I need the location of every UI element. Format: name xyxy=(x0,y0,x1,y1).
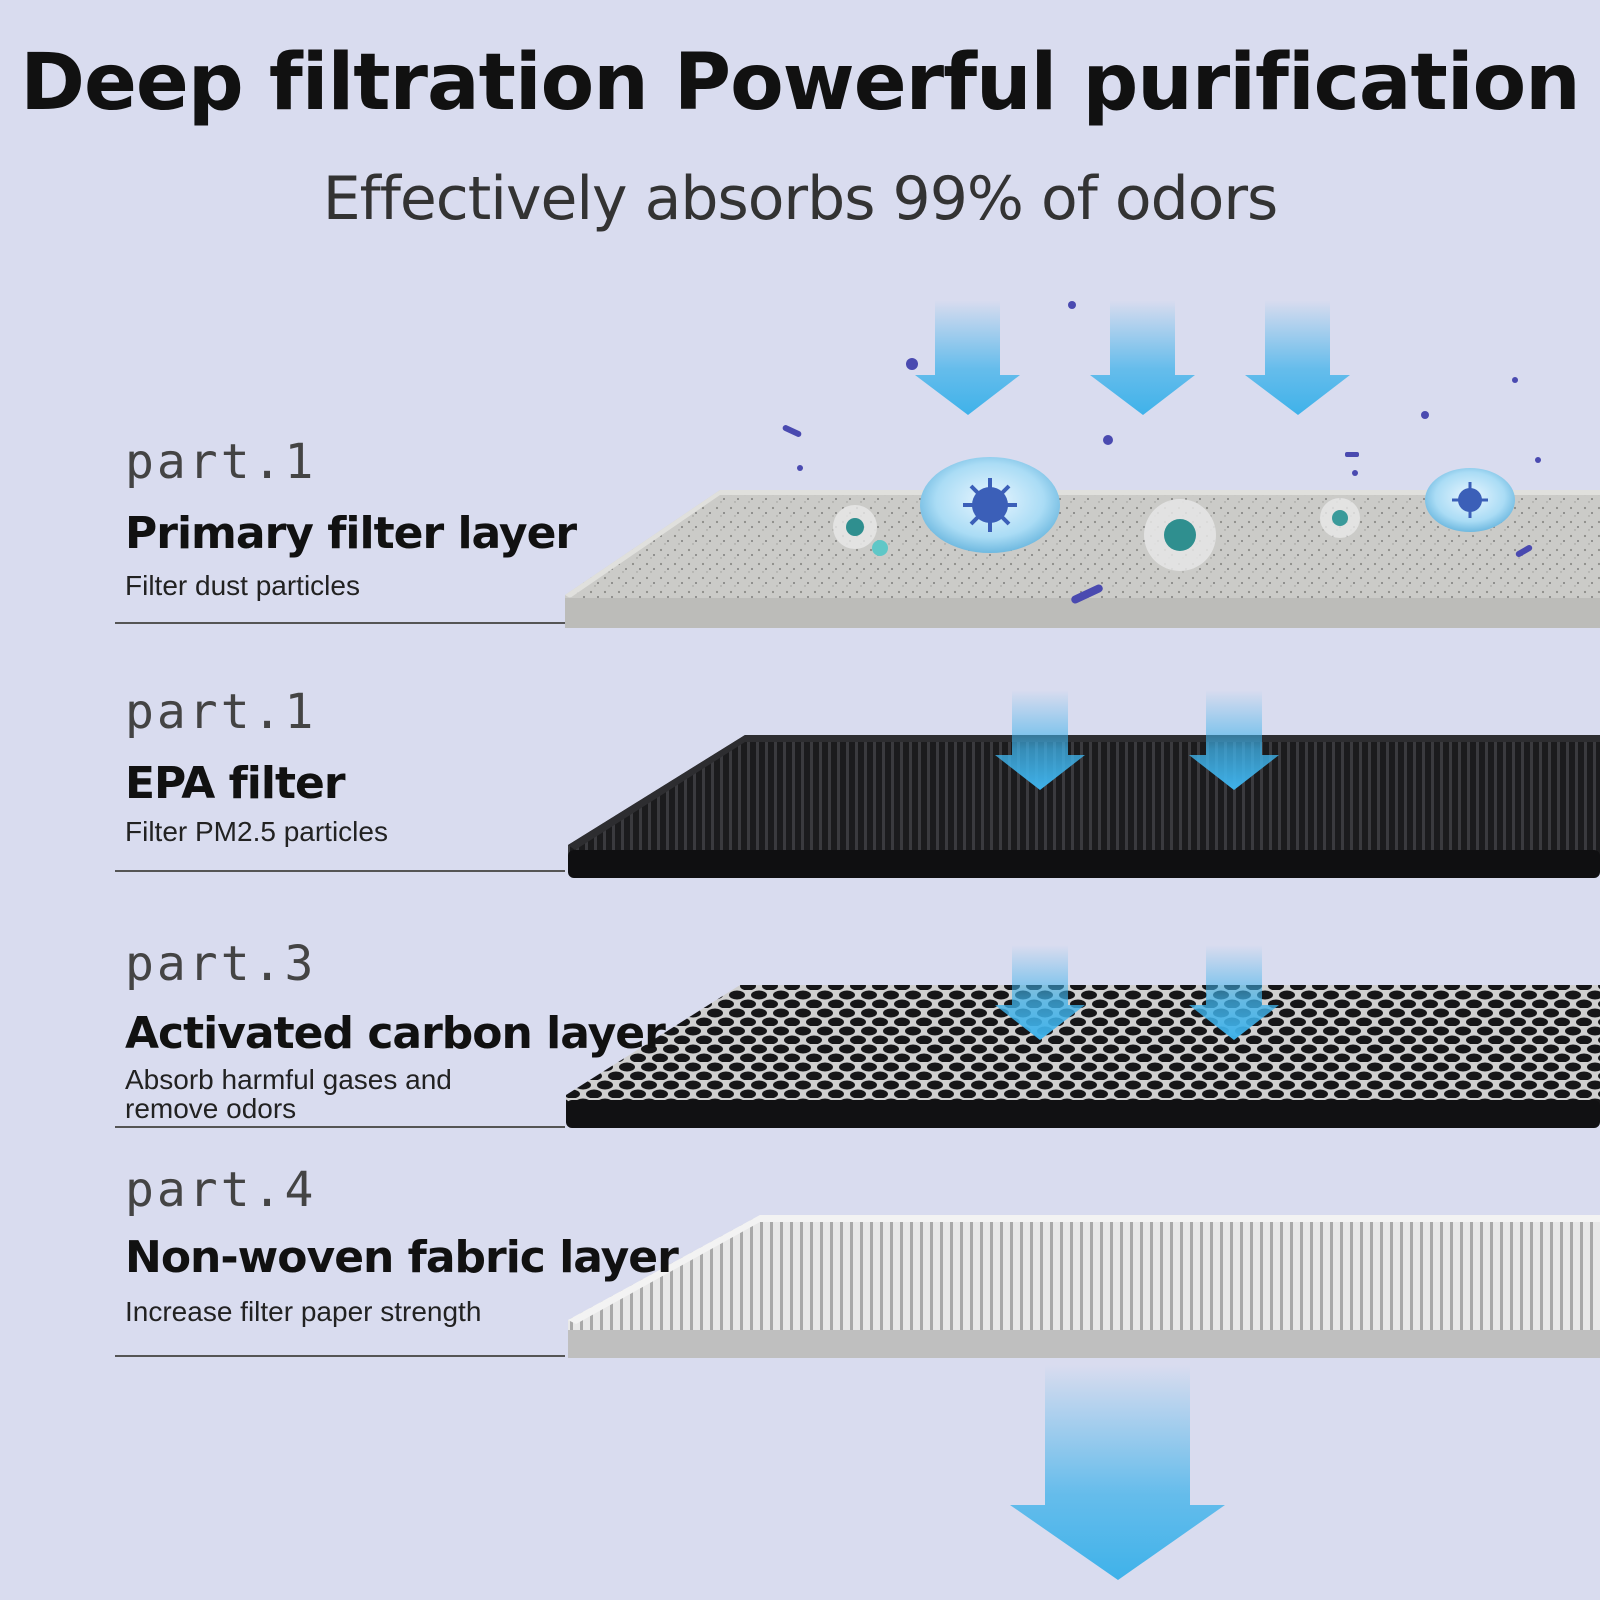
layer-description: Filter PM2.5 particles xyxy=(125,816,388,847)
down-arrow-icon xyxy=(1189,690,1279,790)
fabric-layer-slab xyxy=(568,1215,1600,1358)
layer-label-carbon: part.3 Activated carbon layer Absorb har… xyxy=(125,936,666,1125)
page-title: Deep filtration Powerful purification xyxy=(20,38,1580,128)
layer-label-fabric: part.4 Non-woven fabric layer Increase f… xyxy=(125,1162,679,1327)
divider xyxy=(115,1355,565,1357)
virus-icon xyxy=(1144,499,1216,571)
down-arrow-icon xyxy=(995,690,1085,790)
part-number: part.4 xyxy=(125,1162,317,1218)
layer-description: Increase filter paper strength xyxy=(125,1296,482,1327)
down-arrow-icon xyxy=(995,945,1085,1040)
down-arrow-icon xyxy=(1245,300,1350,415)
down-arrow-icon xyxy=(1090,300,1195,415)
layer-name: EPA filter xyxy=(125,758,346,809)
layer-label-primary: part.1 Primary filter layer Filter dust … xyxy=(125,434,577,601)
virus-icon xyxy=(1320,498,1360,538)
divider xyxy=(115,870,565,872)
virus-icon xyxy=(1425,468,1515,532)
epa-filter-slab xyxy=(568,735,1600,878)
virus-icon xyxy=(920,457,1060,553)
layer-description: Filter dust particles xyxy=(125,570,360,601)
layer-name: Activated carbon layer xyxy=(125,1008,666,1059)
part-number: part.1 xyxy=(125,434,317,490)
part-number: part.1 xyxy=(125,684,317,740)
layer-description: Absorb harmful gases and remove odors xyxy=(125,1064,452,1125)
layer-name: Non-woven fabric layer xyxy=(125,1232,679,1283)
divider xyxy=(115,1126,565,1128)
page-subtitle: Effectively absorbs 99% of odors xyxy=(322,164,1279,234)
down-arrow-icon xyxy=(1189,945,1279,1040)
divider xyxy=(115,622,565,624)
down-arrow-icon xyxy=(915,300,1020,415)
particle-icon xyxy=(782,301,1541,604)
layer-name: Primary filter layer xyxy=(125,508,577,559)
layer-label-epa: part.1 EPA filter Filter PM2.5 particles xyxy=(125,688,388,846)
carbon-layer-slab xyxy=(566,985,1600,1128)
virus-icon xyxy=(833,505,888,556)
part-number: part.3 xyxy=(125,936,317,992)
down-arrow-icon xyxy=(1010,1365,1225,1580)
